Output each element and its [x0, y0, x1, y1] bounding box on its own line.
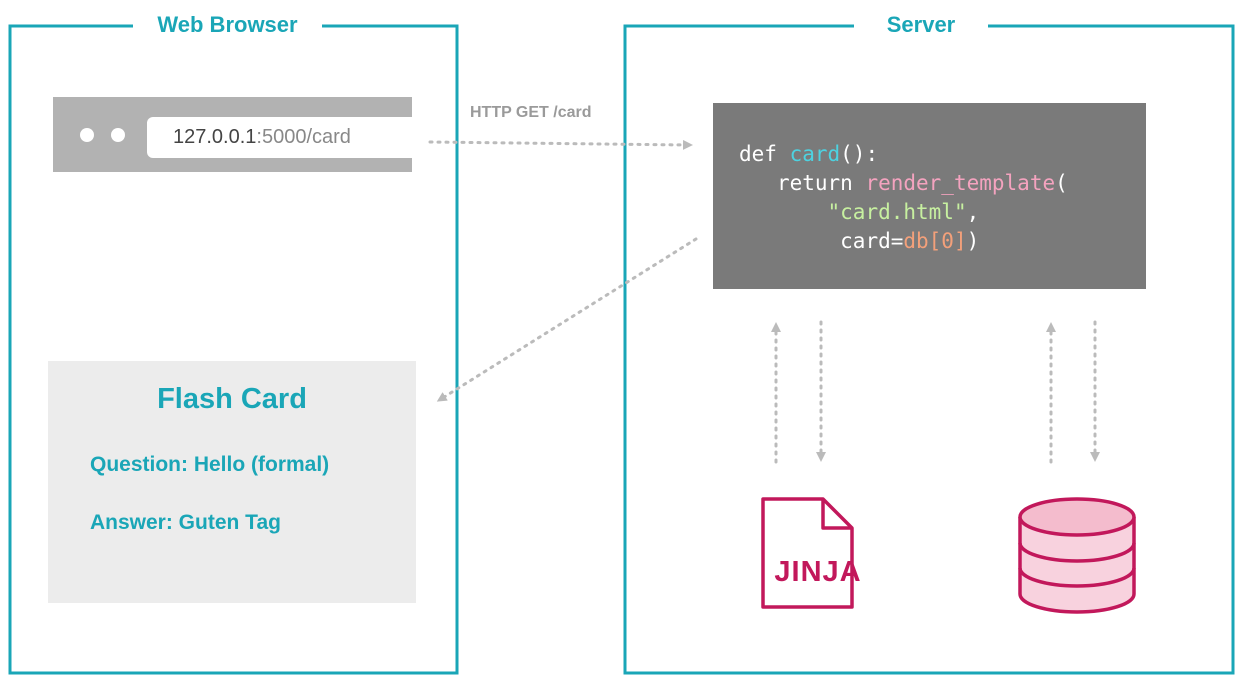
request-label: HTTP GET /card [470, 104, 592, 121]
window-dot-icon [80, 128, 94, 142]
flash-card-answer: Answer: Guten Tag [90, 511, 281, 534]
jinja-label: JINJA [774, 556, 862, 588]
code-line-1: def card(): [739, 142, 879, 166]
flash-card-question: Question: Hello (formal) [90, 453, 330, 476]
server-panel-title: Server [854, 10, 988, 40]
url-host: 127.0.0.1 [173, 126, 257, 148]
server-code-block: def card(): return render_template( "car… [713, 103, 1146, 289]
jinja-template-file-icon [761, 497, 854, 609]
window-dot-icon [111, 128, 125, 142]
code-line-4: card=db[0]) [840, 229, 980, 253]
flash-card-title: Flash Card [157, 383, 307, 415]
code-line-3: "card.html", [827, 200, 980, 224]
browser-address-bar: 127.0.0.1:5000/card [53, 97, 412, 172]
browser-panel-title: Web Browser [133, 10, 322, 40]
code-line-2: return render_template( [776, 171, 1068, 195]
request-arrow [428, 139, 693, 150]
database-icon [1018, 497, 1136, 614]
url-field[interactable]: 127.0.0.1:5000/card [147, 117, 412, 158]
url-port-path: :5000/card [256, 126, 351, 148]
response-arrow [436, 237, 698, 402]
flash-card: Flash Card Question: Hello (formal) Answ… [48, 361, 416, 603]
browser-panel-frame [8, 24, 459, 675]
server-panel-frame [623, 24, 1235, 675]
